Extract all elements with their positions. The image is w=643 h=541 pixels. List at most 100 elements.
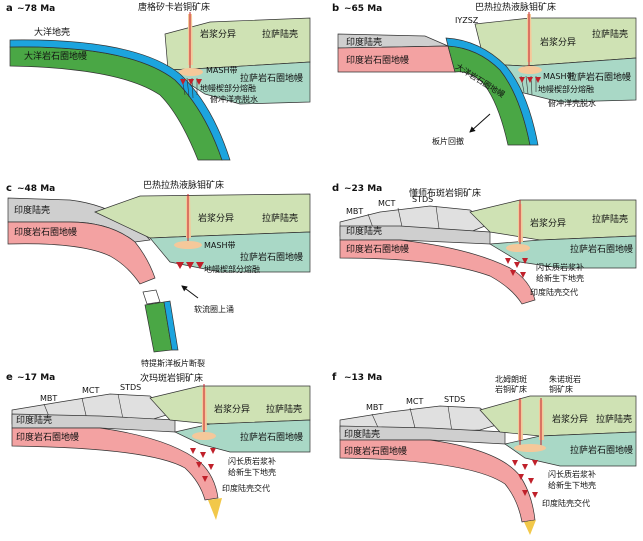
label-stds: STDS — [120, 383, 141, 392]
panel-d: d ~23 Ma 懂师布斑岩铜矿床 MBT MCT STDS 印度陆壳 印度岩石… — [332, 183, 637, 305]
label-magma: 岩浆分异 — [552, 413, 588, 425]
label-mct: MCT — [406, 397, 423, 406]
mash-zone — [514, 444, 546, 452]
label-mbt: MBT — [346, 207, 363, 216]
panel-e: e ~17 Ma 次玛斑岩铜矿床 MBT MCT STDS 印度陆壳 印度岩石圈… — [6, 372, 311, 520]
panel-letter: d — [332, 183, 339, 194]
label-lhasa-crust: 拉萨陆壳 — [262, 28, 298, 40]
india-mantle — [7, 221, 156, 285]
panel-letter: e — [6, 372, 13, 383]
label-stds: STDS — [444, 395, 465, 404]
panel-age: ~17 Ma — [17, 373, 55, 383]
mash-zone — [174, 241, 202, 249]
lhasa-crust — [164, 17, 311, 71]
metasomatism-wedge — [208, 498, 222, 520]
label-deposit-1b: 岩铜矿床 — [495, 384, 527, 394]
label-deposit: 唐格矽卡岩铜矿床 — [138, 1, 210, 13]
label-india-mantle: 印度岩石圈地幔 — [344, 445, 407, 457]
slab-gap — [142, 289, 161, 305]
label-india-mantle: 印度岩石圈地幔 — [346, 243, 409, 255]
india-mantle — [11, 427, 219, 501]
metasomatism-wedge — [524, 520, 536, 535]
panel-age: ~48 Ma — [17, 184, 55, 194]
label-mash: MASH带 — [206, 66, 237, 75]
panel-f: f ~13 Ma 北姆朗斑 岩铜矿床 朱诺斑岩 铜矿床 MBT MCT STDS… — [332, 372, 637, 535]
label-deposit: 巴热拉热液脉钼矿床 — [475, 1, 556, 13]
panel-age: ~78 Ma — [17, 4, 55, 14]
ocean-crust — [445, 37, 539, 146]
label-diorite-1: 闪长质岩浆补 — [548, 469, 596, 479]
label-mbt: MBT — [40, 394, 57, 403]
label-lhasa-crust: 拉萨陆壳 — [592, 213, 628, 225]
lhasa-mantle — [173, 419, 311, 453]
label-magma: 岩浆分异 — [200, 28, 236, 40]
label-magma: 岩浆分异 — [530, 217, 566, 229]
label-mash: MASH带 — [543, 72, 574, 81]
label-ocean-crust: 大洋地壳 — [34, 26, 70, 38]
label-deposit: 懂师布斑岩铜矿床 — [409, 187, 481, 199]
dehydration-lines — [520, 75, 537, 96]
melt-droplets — [512, 460, 538, 498]
label-india-crust: 印度陆壳 — [14, 204, 50, 216]
ocean-crust — [9, 39, 231, 161]
label-ocean-mantle: 大洋岩石圈地幔 — [24, 50, 87, 62]
india-mantle — [339, 439, 536, 523]
label-magma: 岩浆分异 — [214, 403, 250, 415]
label-stds: STDS — [412, 195, 433, 204]
mash-zone — [179, 68, 203, 76]
panel-letter: a — [6, 3, 13, 14]
label-lhasa-mantle: 拉萨岩石圈地幔 — [240, 431, 303, 443]
label-magma: 岩浆分异 — [540, 36, 576, 48]
label-lhasa-crust: 拉萨陆壳 — [596, 413, 632, 425]
partial-melt — [519, 77, 541, 83]
label-lhasa-mantle: 拉萨岩石圈地幔 — [568, 71, 631, 83]
label-melt: 地幔楔部分熔融 — [200, 83, 256, 93]
panel-letter: c — [6, 183, 12, 194]
label-india-mantle: 印度岩石圈地幔 — [14, 226, 77, 238]
label-diorite-1: 闪长质岩浆补 — [228, 456, 276, 466]
panel-age: ~13 Ma — [344, 373, 382, 383]
label-lhasa-mantle: 拉萨岩石圈地幔 — [240, 72, 303, 84]
label-mct: MCT — [378, 199, 395, 208]
melt-droplets — [190, 448, 216, 482]
label-dehydration: 俯冲洋壳脱水 — [548, 98, 596, 108]
label-dehydration: 俯冲洋壳脱水 — [210, 94, 258, 104]
label-breakoff: 特提斯洋板片断裂 — [141, 358, 205, 368]
label-melt: 地幔楔部分熔融 — [204, 264, 260, 274]
lhasa-mantle — [166, 61, 311, 105]
label-upwelling: 软流圈上涌 — [194, 304, 234, 314]
label-india-crust: 印度陆壳 — [344, 428, 380, 440]
label-india-mantle: 印度岩石圈地幔 — [16, 431, 79, 443]
label-india-crust: 印度陆壳 — [346, 225, 382, 237]
label-lhasa-crust: 拉萨陆壳 — [266, 403, 302, 415]
panel-c: c ~48 Ma 巴热拉热液脉钼矿床 印度陆壳 印度岩石圈地幔 岩浆分异 拉萨陆… — [6, 179, 311, 368]
india-mantle — [339, 239, 536, 305]
label-lhasa-crust: 拉萨陆壳 — [262, 212, 298, 224]
label-deposit: 次玛斑岩铜矿床 — [140, 372, 203, 384]
label-deposit: 巴热拉热液脉钼矿床 — [143, 179, 224, 191]
panel-age: ~65 Ma — [344, 4, 382, 14]
label-deposit-1a: 北姆朗斑 — [495, 374, 527, 384]
panel-a: a ~78 Ma 大洋地壳 大洋岩石圈地幔 唐格矽卡岩铜矿床 岩浆分异 拉萨陆壳… — [6, 1, 311, 161]
label-lhasa-mantle: 拉萨岩石圈地幔 — [240, 251, 303, 263]
label-metasomatism: 印度陆壳交代 — [530, 287, 578, 297]
label-india-mantle: 印度岩石圈地幔 — [346, 54, 409, 66]
melt-droplets — [505, 258, 528, 278]
label-mct: MCT — [82, 386, 99, 395]
partial-melt — [176, 262, 204, 269]
label-india-crust: 印度陆壳 — [346, 36, 382, 48]
label-diorite-2: 给新生下地壳 — [548, 480, 596, 490]
label-lhasa-mantle: 拉萨岩石圈地幔 — [570, 243, 633, 255]
label-rollback: 板片回撤 — [432, 136, 464, 146]
label-diorite-2: 给新生下地壳 — [536, 273, 584, 283]
panel-letter: f — [332, 372, 337, 383]
panel-b: b ~65 Ma 巴热拉热液脉钼矿床 IYZSZ 印度陆壳 印度岩石圈地幔 大洋… — [332, 1, 637, 146]
label-india-crust: 印度陆壳 — [16, 414, 52, 426]
mash-zone — [192, 432, 216, 440]
label-magma: 岩浆分异 — [198, 212, 234, 224]
mash-zone — [506, 244, 530, 252]
panel-letter: b — [332, 3, 339, 14]
label-deposit-2b: 铜矿床 — [549, 384, 573, 394]
label-lhasa-crust: 拉萨陆壳 — [592, 28, 628, 40]
